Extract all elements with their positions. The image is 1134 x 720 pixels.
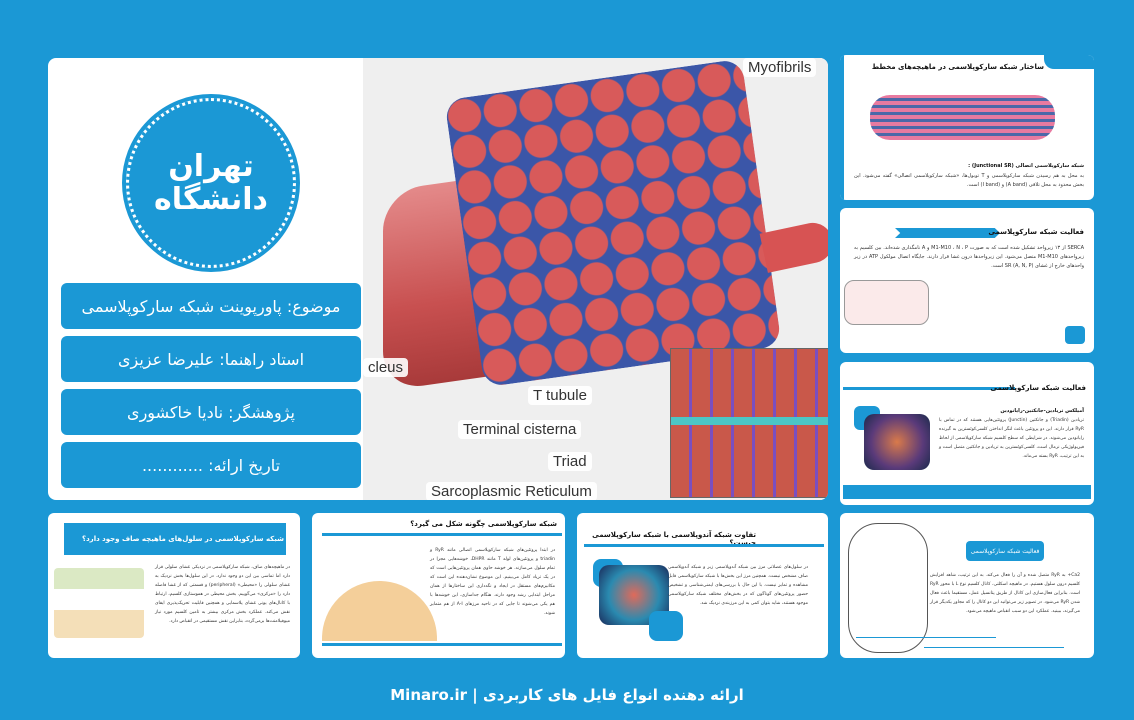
myofibril-bundle [444,58,782,388]
footer-site-link[interactable]: Minaro.ir [390,686,468,704]
slide-title: فعالیت شبکه سارکوپلاسمی [966,541,1044,561]
slide-thumb-smooth-muscle[interactable]: شبکه سارکوپلاسمی در سلول‌های ماهیچه صاف … [48,513,300,658]
label-t-tubule: T tubule [528,386,592,405]
label-terminal-cisterna: Terminal cisterna [458,420,582,439]
label-nucleus: cleus [363,358,409,377]
footer-tagline: ارائه دهنده انواع فایل های کاربردی [483,686,744,704]
slide-thumb-er-vs-sr[interactable]: تفاوت شبکه آندوپلاسمی با شبکه سارکوپلاسم… [577,513,828,658]
slide-body: SERCA از ۱۳ زیرواحد تشکیل شده است که به … [854,245,1084,269]
slide-thumb-formation[interactable]: شبکه سارکوپلاسمی چگونه شکل می گیرد؟ در ا… [312,513,565,658]
slide-title: شبکه سارکوپلاسمی در سلول‌های ماهیچه صاف … [82,535,284,543]
supervisor-box: استاد راهنما: علیرضا عزیزی [61,336,361,382]
slide-title: فعالیت شبکه سارکوپلاسمی [990,384,1086,392]
slide-body: Ca2+ به RyR متصل شده و آن را فعال می‌کند… [930,573,1080,614]
date-box: تاریخ ارائه: ............ [61,442,361,488]
slide-body: در ماهیچه‌های صاف، شبکه سارکوپلاسمی در ن… [155,565,290,624]
slide-title: فعالیت شبکه سارکوپلاسمی [988,228,1084,236]
triad-inset [670,348,828,498]
triad-sketch [848,523,928,653]
slide-title: شبکه سارکوپلاسمی چگونه شکل می گیرد؟ [410,520,557,528]
slide-thumb-ryr[interactable]: فعالیت شبکه سارکوپلاسمی Ca2+ به RyR متصل… [840,513,1094,658]
slide-body: تریادین (Triadin) و جانکتین (Junctin) پر… [939,418,1084,459]
slide-body: در ابتدا پروتئین‌های شبکه سارکوپلاسمی ات… [430,548,555,616]
slide-thumb-activity-serca[interactable]: فعالیت شبکه سارکوپلاسمی SERCA از ۱۳ زیرو… [840,208,1094,353]
fiber-diagram [870,95,1055,140]
slide-body: در سلول‌های عضلانی مرز بین شبکه آندوپلاس… [668,565,808,606]
cell-image [864,414,930,470]
label-myofibrils: Myofibrils [743,58,817,77]
footer-separator: | [472,686,478,704]
sr-pump-diagram [844,280,929,325]
slide-thumb-triadin[interactable]: فعالیت شبکه سارکوپلاسمی آمیلکس تریادین-ج… [840,362,1094,505]
logo-text-top: تهران [168,149,254,184]
slide-subtitle: شبکه سارکوپلاسمی اتصالی (Junctional SR) … [968,163,1084,169]
smooth-muscle-diagram [54,568,144,638]
myofibril-tip [759,219,828,273]
slide-subtitle: آمیلکس تریادین-جانکتین-رایانودین [1000,408,1084,414]
footer-banner: ارائه دهنده انواع فایل های کاربردی | Min… [0,686,1134,704]
label-triad: Triad [548,452,592,471]
topic-box: موضوع: پاورپوینت شبکه سارکوپلاسمی [61,283,361,329]
cell-cross-section [322,581,437,641]
slide-title: ساختار شبکه سارکوپلاسمی در ماهیچه‌های مخ… [871,63,1044,71]
label-sarcoplasmic-reticulum: Sarcoplasmic Reticulum [426,482,597,500]
slide-title: تفاوت شبکه آندوپلاسمی با شبکه سارکوپلاسم… [592,531,756,547]
researcher-box: پژوهشگر: نادیا خاکشوری [61,389,361,435]
slide-thumb-structure[interactable]: ساختار شبکه سارکوپلاسمی در ماهیچه‌های مخ… [840,55,1094,200]
logo-text-bottom: دانشگاه [154,182,268,217]
muscle-fiber-illustration: Myofibrils cleus T tubule Terminal ciste… [363,58,828,500]
slide-body: به محل به هم رسیدن شبکه سارکوپلاسمی و T … [854,173,1085,188]
